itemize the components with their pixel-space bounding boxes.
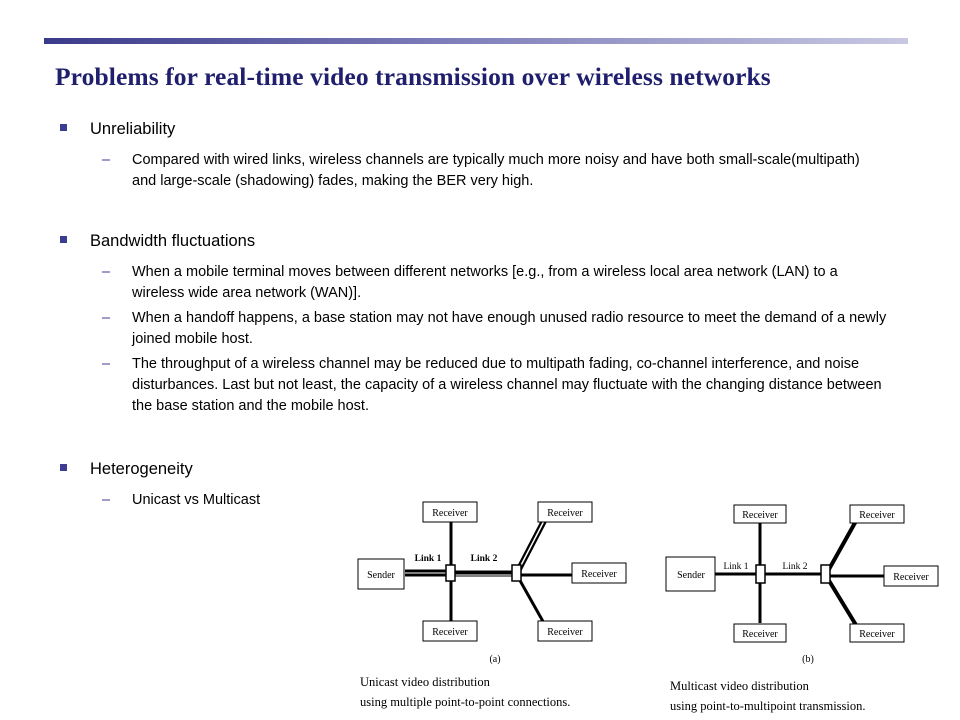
receiver-box [849,504,905,524]
sender-label: Sender [367,570,395,581]
unicast-diagram: Sender Receiver Receiver Receiver Receiv… [357,501,627,665]
bullet-heading: Heterogeneity [90,460,193,478]
bullet-heterogeneity: Heterogeneity [60,460,193,479]
dash-icon: – [102,356,111,372]
receiver-label: Receiver [859,510,895,521]
link2-label: Link 2 [782,562,807,572]
link1-label: Link 1 [723,562,748,572]
sub-item-text: When a handoff happens, a base station m… [132,310,887,347]
receiver-label: Receiver [581,569,617,580]
caption-line: using point-to-multipoint transmission. [670,699,866,713]
slide-title: Problems for real-time video transmissio… [55,62,771,91]
receiver-label: Receiver [742,510,778,521]
receiver-box [733,504,787,524]
bullet-heading: Bandwidth fluctuations [90,232,256,250]
sub-item-text: The throughput of a wireless channel may… [132,356,882,414]
receiver-box [422,501,478,523]
sub-item-text: Unicast vs Multicast [132,492,261,508]
caption-line: Multicast video distribution [670,679,809,693]
router-node [445,564,456,582]
router-node [511,564,522,582]
receiver-box [537,620,593,642]
diagram-label: (a) [489,654,500,665]
receiver-box [422,620,478,642]
sub-item: – When a handoff happens, a base station… [102,308,887,350]
dash-icon: – [102,152,111,168]
title-accent-bar [44,38,908,44]
receiver-label: Receiver [893,572,929,583]
receiver-label: Receiver [547,508,583,519]
sub-item: – The throughput of a wireless channel m… [102,354,887,417]
receiver-box [537,501,593,523]
bullet-bandwidth: Bandwidth fluctuations [60,232,256,251]
sender-label: Sender [677,570,705,581]
sender-box [357,558,405,590]
receiver-box [849,623,905,643]
receiver-box [571,562,627,584]
sub-item-text: When a mobile terminal moves between dif… [132,264,838,301]
sub-item: – Unicast vs Multicast [102,490,332,511]
router-node [820,564,831,584]
receiver-box [733,623,787,643]
receiver-label: Receiver [432,627,468,638]
square-bullet-icon [60,124,67,131]
sub-item-text: Compared with wired links, wireless chan… [132,152,860,189]
sub-item: – Compared with wired links, wireless ch… [102,150,887,192]
receiver-label: Receiver [742,629,778,640]
receiver-label: Receiver [859,629,895,640]
multicast-diagram: Sender Receiver Receiver Receiver Receiv… [665,504,939,665]
sub-item: – When a mobile terminal moves between d… [102,262,887,304]
receiver-label: Receiver [547,627,583,638]
router-node [755,564,766,584]
receiver-label: Receiver [432,508,468,519]
caption-unicast: Unicast video distribution using multipl… [360,672,570,712]
dash-icon: – [102,264,111,280]
bullet-unreliability: Unreliability [60,120,176,139]
link1-label: Link 1 [415,554,442,564]
square-bullet-icon [60,236,67,243]
receiver-box [883,565,939,587]
dash-icon: – [102,492,111,508]
square-bullet-icon [60,464,67,471]
bullet-heading: Unreliability [90,120,176,138]
link2-label: Link 2 [471,554,498,564]
caption-line: using multiple point-to-point connection… [360,695,571,709]
dash-icon: – [102,310,111,326]
diagram-label: (b) [802,654,814,665]
sender-box [665,556,716,592]
caption-line: Unicast video distribution [360,675,490,689]
caption-multicast: Multicast video distribution using point… [670,676,866,716]
